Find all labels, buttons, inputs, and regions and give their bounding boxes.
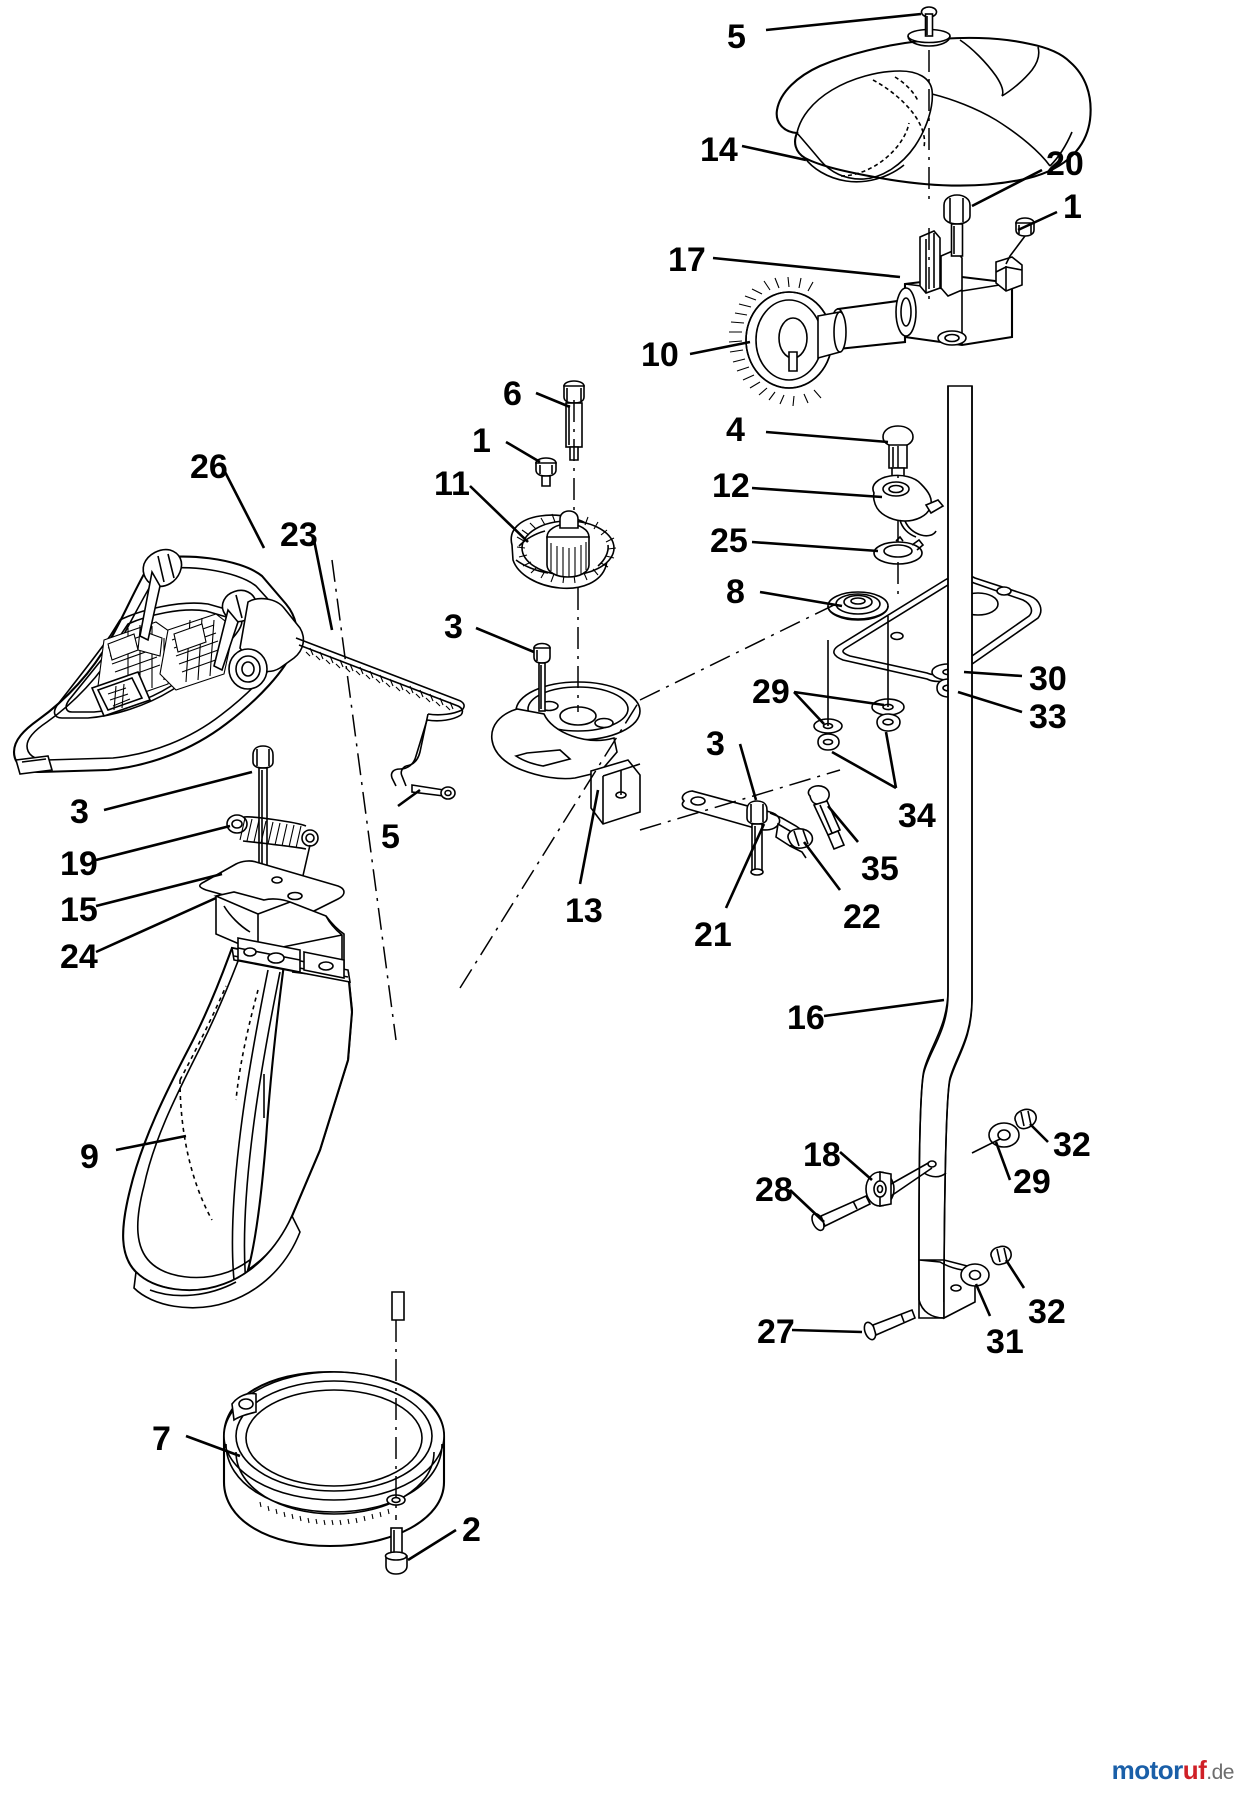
callout-3-left[interactable]: 3 [70, 793, 89, 831]
part-10-bevel-gear [728, 276, 847, 407]
callout-18[interactable]: 18 [803, 1136, 841, 1174]
callout-29-upper[interactable]: 29 [752, 673, 790, 711]
callout-6[interactable]: 6 [503, 375, 522, 413]
callout-32-upper[interactable]: 32 [1053, 1126, 1091, 1164]
callout-3-center[interactable]: 3 [444, 608, 463, 646]
callout-35[interactable]: 35 [861, 850, 899, 888]
part-35-carriage-bolt [807, 785, 846, 851]
callout-19[interactable]: 19 [60, 845, 98, 883]
part-21-linkage-rod [681, 790, 807, 859]
callout-31[interactable]: 31 [986, 1323, 1024, 1361]
part-15-spring-mount-plate [198, 860, 345, 917]
part-27-clevis-pin-bottom [863, 1308, 917, 1341]
part-8-bearing-flange [827, 591, 889, 621]
part-7-chute-base-ring [222, 1370, 446, 1548]
watermark-de: .de [1206, 1761, 1234, 1784]
callout-4[interactable]: 4 [726, 411, 745, 449]
callout-34[interactable]: 34 [898, 797, 936, 835]
assembly-centerlines [331, 50, 930, 1520]
callout-24[interactable]: 24 [60, 938, 98, 976]
part-26-control-panel-cover [12, 548, 305, 775]
callout-29-lower[interactable]: 29 [1013, 1163, 1051, 1201]
part-22-lock-nut [787, 828, 814, 849]
part-20-knob-bolt [943, 194, 971, 257]
callout-28[interactable]: 28 [755, 1171, 793, 1209]
part-3-bolt-right [746, 800, 768, 876]
part-2-hex-bolt-bottom [384, 1527, 408, 1575]
callout-16[interactable]: 16 [787, 999, 825, 1037]
callout-17[interactable]: 17 [668, 241, 706, 279]
part-18-bushing [865, 1160, 937, 1207]
part-6-shoulder-pin-bolt [563, 380, 585, 461]
callout-20[interactable]: 20 [1046, 145, 1084, 183]
callout-30[interactable]: 30 [1029, 660, 1067, 698]
part-group-washer-pin-bottom-right [960, 1245, 1012, 1287]
watermark-uf: uf [1182, 1755, 1207, 1785]
part-23-wire-handle-loop [295, 637, 465, 787]
callout-9[interactable]: 9 [80, 1138, 99, 1176]
part-1-flange-screw-center [535, 457, 557, 487]
callout-12[interactable]: 12 [712, 467, 750, 505]
part-19-extension-spring [226, 814, 319, 881]
callout-33[interactable]: 33 [1029, 698, 1067, 736]
callout-3-right[interactable]: 3 [706, 725, 725, 763]
callout-23[interactable]: 23 [280, 516, 318, 554]
part-11-pinion-gear-cam [510, 510, 617, 590]
callout-15[interactable]: 15 [60, 891, 98, 929]
callout-26[interactable]: 26 [190, 448, 228, 486]
callout-2[interactable]: 2 [462, 1511, 481, 1549]
callout-8[interactable]: 8 [726, 573, 745, 611]
part-14-chute-deflector-cover [775, 28, 1092, 187]
part-3-bolt-center [533, 642, 551, 712]
callout-10[interactable]: 10 [641, 336, 679, 374]
callout-21[interactable]: 21 [694, 916, 732, 954]
callout-5-top[interactable]: 5 [727, 18, 746, 56]
part-25-retaining-ring [873, 535, 925, 565]
callout-11[interactable]: 11 [434, 465, 470, 503]
part-17-gear-housing-bracket [830, 230, 1023, 351]
part-16-control-rod [918, 385, 976, 1320]
watermark-motor: motor [1111, 1755, 1184, 1785]
part-5-screw-left [411, 784, 456, 800]
callout-25[interactable]: 25 [710, 522, 748, 560]
callout-22[interactable]: 22 [843, 898, 881, 936]
part-5-screw-top [920, 6, 938, 37]
part-group-washer-pin-mid-right [971, 1108, 1037, 1154]
part-12-crank-link-arm [872, 474, 945, 538]
callout-32-lower[interactable]: 32 [1028, 1293, 1066, 1331]
leader-lines [95, 12, 1058, 1562]
part-13-pivot-plate-bracket [491, 681, 641, 825]
watermark: motoruf.de [1111, 1755, 1235, 1786]
part-group-washers-nuts-right [813, 574, 1042, 751]
callout-27[interactable]: 27 [757, 1313, 795, 1351]
part-9-discharge-chute [122, 937, 405, 1321]
callout-7[interactable]: 7 [152, 1420, 171, 1458]
part-28-clevis-pin [811, 1194, 872, 1232]
callout-5-left[interactable]: 5 [381, 818, 400, 856]
callout-14[interactable]: 14 [700, 131, 738, 169]
callout-1-center[interactable]: 1 [472, 422, 491, 460]
callout-1-upper-right[interactable]: 1 [1063, 188, 1082, 226]
callout-13[interactable]: 13 [565, 892, 603, 930]
